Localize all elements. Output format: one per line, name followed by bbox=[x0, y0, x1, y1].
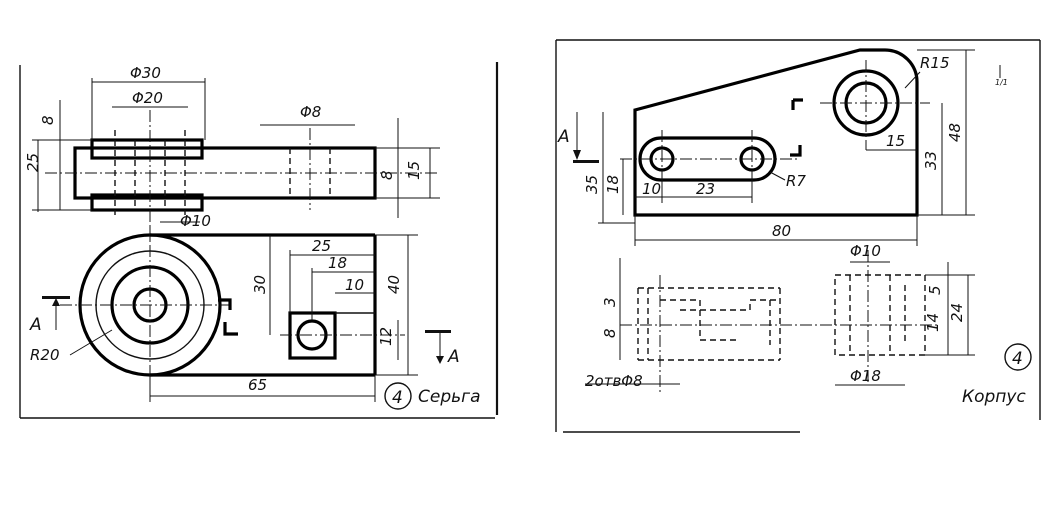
dim-r15: R15 bbox=[920, 54, 950, 72]
dim-d20: Φ20 bbox=[132, 89, 163, 107]
left-badge-circle bbox=[384, 382, 412, 410]
right-caption: Корпус bbox=[962, 387, 1026, 407]
dim-d10: Φ10 bbox=[180, 212, 211, 230]
dim-h65: 65 bbox=[248, 376, 267, 394]
dim-v5: 5 bbox=[926, 285, 944, 295]
section-mark-r2 bbox=[790, 145, 802, 157]
right-badge-circle bbox=[1004, 343, 1032, 371]
section-a-left: A bbox=[29, 315, 42, 335]
dim-v48: 48 bbox=[946, 123, 964, 142]
right-badge-number: 4 bbox=[1012, 349, 1023, 369]
dim-r20: R20 bbox=[30, 346, 60, 364]
corner-mark: 1/1 bbox=[995, 78, 1008, 87]
right-drawing-korpus: R15 48 15 33 35 18 10 23 R7 80 A 1/1 bbox=[555, 39, 1041, 433]
dim-v8b: 8 bbox=[378, 170, 396, 180]
dim-r7: R7 bbox=[786, 172, 806, 190]
dim-v12: 12 bbox=[377, 327, 395, 346]
dim-h10: 10 bbox=[345, 276, 364, 294]
dim-v35: 35 bbox=[583, 175, 601, 194]
dim-v8: 8 bbox=[601, 328, 619, 338]
dim-v8: 8 bbox=[39, 115, 57, 125]
section-a-korpus: A bbox=[557, 127, 570, 147]
dim-h23: 23 bbox=[696, 180, 715, 198]
dim-v24: 24 bbox=[948, 303, 966, 322]
dim-holes: 2отвΦ8 bbox=[585, 372, 643, 390]
dim-d30: Φ30 bbox=[130, 64, 161, 82]
dim-h10: 10 bbox=[642, 180, 661, 198]
dim-v40: 40 bbox=[385, 275, 403, 294]
dim-v25: 25 bbox=[24, 153, 42, 172]
dim-h18: 18 bbox=[328, 254, 347, 272]
dim-v15: 15 bbox=[405, 161, 423, 180]
dim-v33: 33 bbox=[922, 151, 940, 170]
front-boss-box bbox=[834, 274, 926, 356]
plate-outline bbox=[633, 48, 919, 217]
left-badge-number: 4 bbox=[392, 388, 403, 408]
dim-v3: 3 bbox=[601, 297, 619, 307]
dim-v18: 18 bbox=[604, 175, 622, 194]
section-a-cut-left bbox=[42, 296, 70, 299]
dim-h80: 80 bbox=[772, 222, 791, 240]
section-a-cut-right bbox=[425, 330, 451, 333]
section-mark-r1 bbox=[791, 98, 803, 110]
dim-h15: 15 bbox=[886, 132, 905, 150]
section-a-right: A bbox=[447, 347, 460, 367]
section-mark-1 bbox=[218, 298, 232, 310]
dim-h25: 25 bbox=[312, 237, 331, 255]
leader-r20 bbox=[69, 329, 113, 356]
dim-d18: Φ18 bbox=[850, 367, 881, 385]
section-mark-2 bbox=[223, 322, 238, 336]
dim-d8: Φ8 bbox=[300, 103, 321, 121]
section-a-cut-right-drawing bbox=[573, 160, 599, 163]
boss-bottom bbox=[90, 193, 204, 212]
left-caption: Серьга bbox=[418, 387, 481, 407]
dim-d10-right: Φ10 bbox=[850, 242, 881, 260]
dim-v14: 14 bbox=[924, 313, 942, 332]
dim-v30: 30 bbox=[251, 275, 269, 294]
left-drawing-seriga: Φ30 Φ20 Φ8 Φ10 8 25 8 15 bbox=[19, 62, 499, 419]
